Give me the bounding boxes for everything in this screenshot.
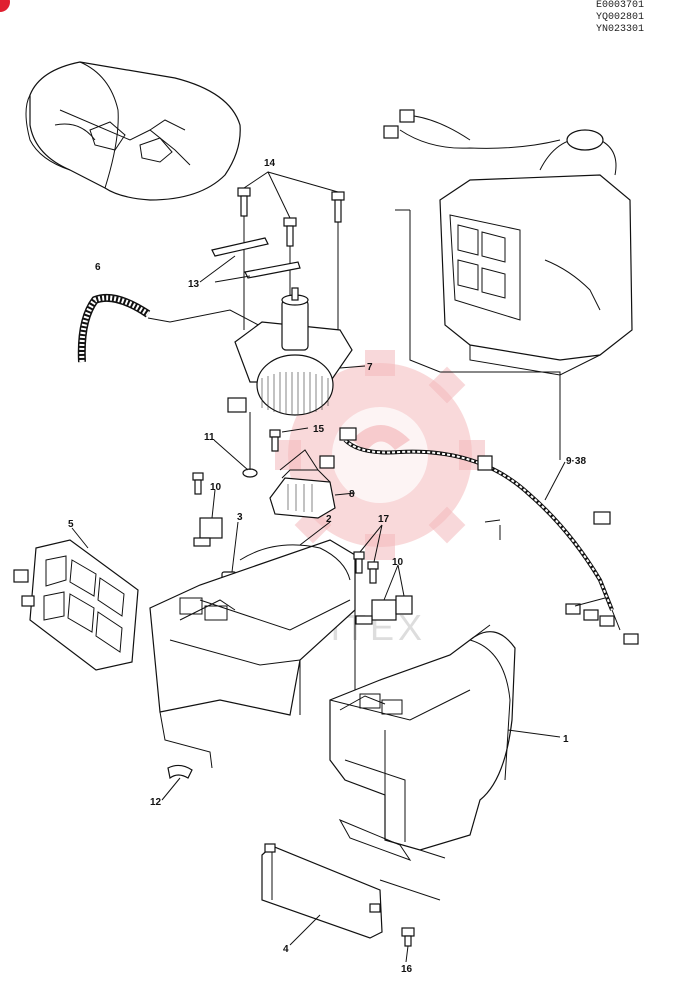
callout-2: 2 (326, 514, 332, 525)
drain-hose-6 (77, 293, 151, 363)
callout-3: 3 (237, 512, 243, 523)
plate-13-b (244, 261, 301, 279)
connector-10-left (193, 517, 223, 547)
callout-9-38: 9·38 (566, 456, 586, 467)
callout-17: 17 (378, 514, 390, 525)
screw-left (192, 472, 204, 495)
drawing-code-1: E0003701 (595, 0, 644, 11)
callout-12: 12 (150, 797, 162, 808)
screw-15 (269, 429, 281, 452)
bolt-14-c (331, 191, 345, 223)
blower-motor-7 (227, 287, 353, 416)
screw-17-b (367, 561, 379, 584)
washer-11 (242, 468, 258, 478)
callout-14: 14 (264, 158, 276, 169)
plate-13-a (211, 237, 269, 257)
callout-8: 8 (349, 489, 355, 500)
drawing-code-3: YN023301 (595, 24, 644, 35)
corner-brand-mark (0, 0, 10, 12)
bolt-14-b (283, 217, 297, 247)
callout-11: 11 (204, 432, 215, 443)
cover-plate-4 (261, 843, 383, 939)
callout-6: 6 (95, 262, 101, 273)
wire-harness-9-38 (319, 427, 639, 645)
callout-10-right: 10 (392, 557, 404, 568)
callout-16: 16 (401, 964, 413, 975)
callout-15: 15 (313, 424, 325, 435)
assembled-heater-view (383, 109, 633, 376)
air-filter-5 (13, 539, 139, 671)
drawing-code-2: YQ002801 (595, 12, 644, 23)
callout-7: 7 (367, 362, 373, 373)
bolt-14-a (237, 187, 251, 217)
callout-4: 4 (283, 944, 289, 955)
drawing-codes: E0003701 YQ002801 YN023301 (596, 0, 644, 36)
callout-13: 13 (188, 279, 200, 290)
heater-case-1 (329, 624, 516, 861)
location-view-seat (25, 61, 241, 201)
bolt-16 (401, 927, 415, 947)
callout-5: 5 (68, 519, 74, 530)
connector-10-right (355, 595, 413, 625)
resistor-8 (269, 469, 336, 519)
clip-12 (167, 764, 193, 780)
callout-10-left: 10 (210, 482, 222, 493)
lower-case-2 (149, 539, 356, 769)
callout-1: 1 (563, 734, 569, 745)
screw-17-a (353, 551, 365, 574)
